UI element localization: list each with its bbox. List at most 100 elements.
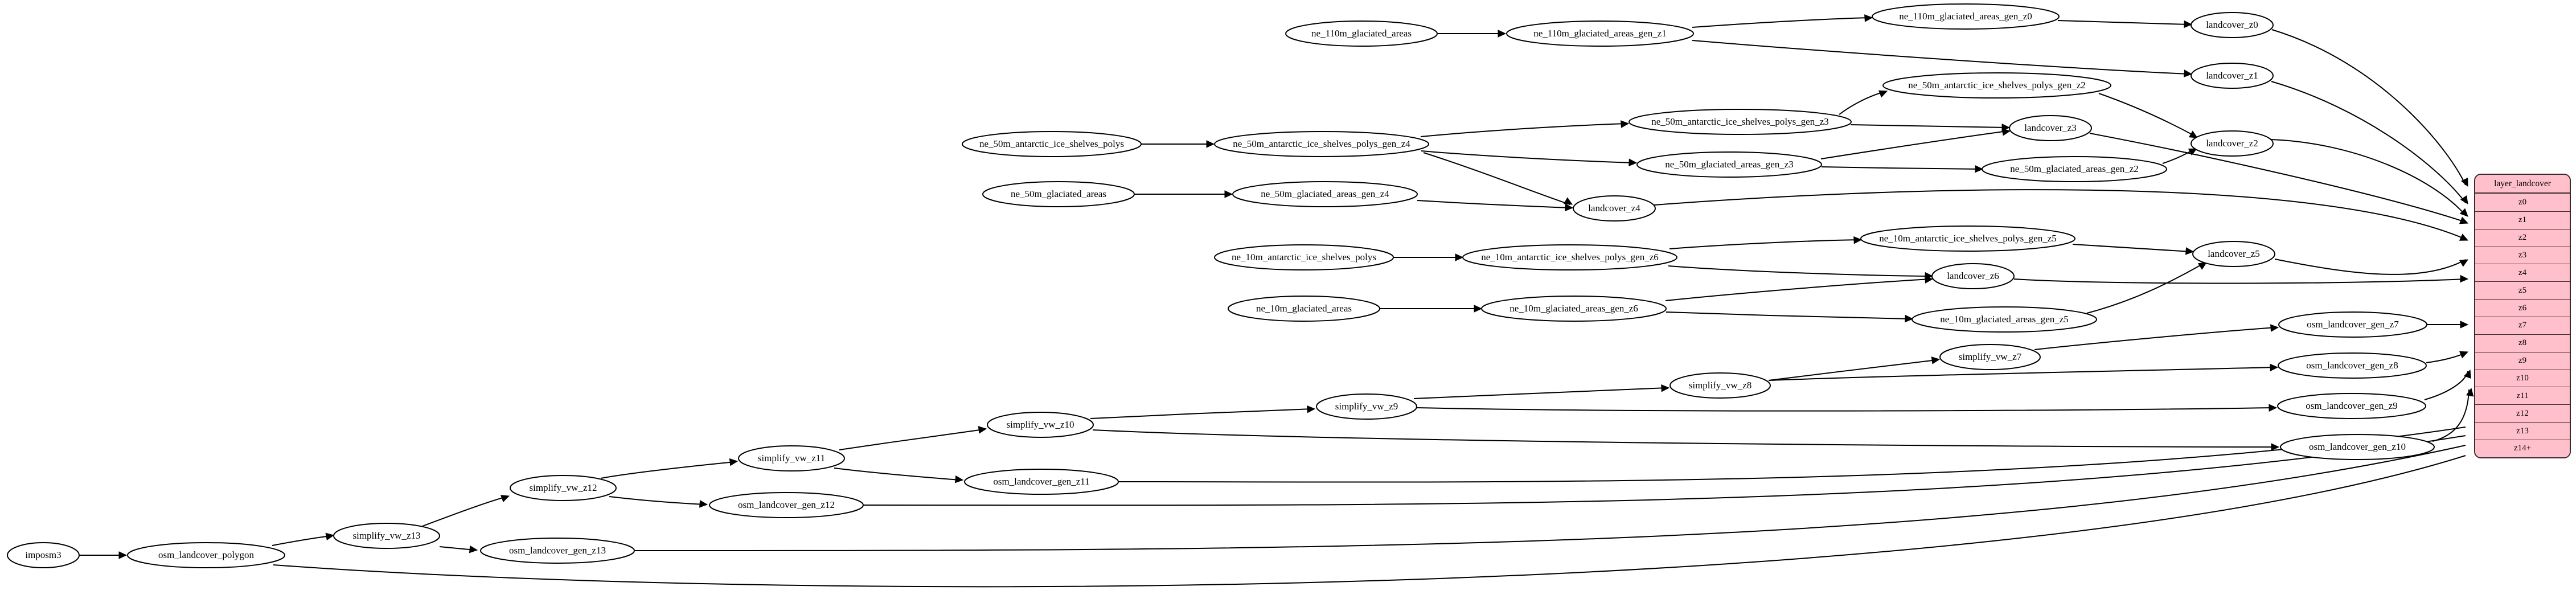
node-n_50m_aisp_z3[interactable]: ne_50m_antarctic_ice_shelves_polys_gen_z… xyxy=(1629,109,1852,135)
node-shape xyxy=(2192,241,2275,267)
arrowhead xyxy=(2184,20,2193,28)
node-n_lc_z3[interactable]: landcover_z3 xyxy=(2009,115,2092,141)
node-n_lc_z1[interactable]: landcover_z1 xyxy=(2191,63,2274,89)
node-n_svw_z11[interactable]: simplify_vw_z11 xyxy=(738,445,845,471)
node-n_lc_z6[interactable]: landcover_z6 xyxy=(1931,263,2015,289)
node-n_svw_z13[interactable]: simplify_vw_z13 xyxy=(333,523,440,549)
arrowhead xyxy=(1931,356,1941,364)
node-n_50m_ga_z3[interactable]: ne_50m_glaciated_areas_gen_z3 xyxy=(1636,151,1822,178)
node-n_svw_z12[interactable]: simplify_vw_z12 xyxy=(510,475,617,501)
node-label: ne_10m_glaciated_areas_gen_z6 xyxy=(1509,303,1638,314)
edge-n_110m_z1-to-n_110m_z0 xyxy=(1692,17,1871,28)
node-n_svw_z10[interactable]: simplify_vw_z10 xyxy=(987,412,1094,438)
node-shape xyxy=(1573,195,1656,222)
arrowhead xyxy=(978,426,987,434)
node-n_osm_poly[interactable]: osm_landcover_polygon xyxy=(127,542,285,568)
arrowhead xyxy=(1661,384,1670,392)
arrowhead xyxy=(2188,148,2198,156)
node-n_10m_ga_src[interactable]: ne_10m_glaciated_areas xyxy=(1228,296,1380,322)
record-row-z14plus[interactable]: z14+ xyxy=(2475,440,2570,457)
edge-n_svw_z11-to-n_svw_z10 xyxy=(839,429,985,450)
node-n_svw_z8[interactable]: simplify_vw_z8 xyxy=(1670,372,1771,399)
node-shape xyxy=(2191,12,2274,38)
node-shape xyxy=(2191,130,2274,157)
record-row-z10[interactable]: z10 xyxy=(2475,369,2570,387)
arrowhead xyxy=(118,551,128,559)
record-row-z4[interactable]: z4 xyxy=(2475,264,2570,282)
node-label: ne_10m_antarctic_ice_shelves_polys_gen_z… xyxy=(1879,233,2057,244)
node-n_50m_ga_z4[interactable]: ne_50m_glaciated_areas_gen_z4 xyxy=(1232,181,1418,207)
node-n_olc_z8[interactable]: osm_landcover_gen_z8 xyxy=(2278,352,2427,379)
node-n_50m_aisp_z4[interactable]: ne_50m_antarctic_ice_shelves_polys_gen_z… xyxy=(1214,131,1429,157)
node-n_50m_ga_z2[interactable]: ne_50m_glaciated_areas_gen_z2 xyxy=(1982,156,2167,182)
node-n_olc_z10[interactable]: osm_landcover_gen_z10 xyxy=(2280,434,2435,460)
node-label: ne_50m_glaciated_areas_gen_z2 xyxy=(2010,163,2139,174)
node-n_lc_z2[interactable]: landcover_z2 xyxy=(2191,130,2274,157)
node-n_10m_aisp_z5[interactable]: ne_10m_antarctic_ice_shelves_polys_gen_z… xyxy=(1860,225,2075,252)
node-n_svw_z9[interactable]: simplify_vw_z9 xyxy=(1316,393,1417,420)
node-n_olc_z13[interactable]: osm_landcover_gen_z13 xyxy=(480,538,635,564)
record-row-z5[interactable]: z5 xyxy=(2475,281,2570,300)
node-n_10m_aisp_z6[interactable]: ne_10m_antarctic_ice_shelves_polys_gen_z… xyxy=(1462,244,1677,270)
edge-n_olc_z12-to-record_z12 xyxy=(863,435,2466,506)
edge-n_lc_z6-to-record_z6 xyxy=(2013,278,2466,284)
edge-n_lc_z2-to-record_z2 xyxy=(2270,139,2466,216)
node-n_olc_z11[interactable]: osm_landcover_gen_z11 xyxy=(964,469,1119,495)
node-n_50m_ga_src[interactable]: ne_50m_glaciated_areas xyxy=(982,181,1135,207)
edge-n_110m_z0-to-n_lc_z0 xyxy=(2057,20,2190,25)
node-n_imposm3[interactable]: imposm3 xyxy=(7,542,80,568)
record-row-z0[interactable]: z0 xyxy=(2475,194,2570,211)
record-row-z8[interactable]: z8 xyxy=(2475,334,2570,352)
arrowhead xyxy=(1224,190,1233,198)
node-n_olc_z7[interactable]: osm_landcover_gen_z7 xyxy=(2278,311,2427,338)
record-row-z13[interactable]: z13 xyxy=(2475,422,2570,440)
node-label: osm_landcover_gen_z12 xyxy=(738,499,835,510)
edge-n_svw_z9-to-n_olc_z9 xyxy=(1416,407,2275,412)
arrowhead xyxy=(2464,369,2471,379)
record-row-z3[interactable]: z3 xyxy=(2475,246,2570,264)
node-n_50m_aisp_src[interactable]: ne_50m_antarctic_ice_shelves_polys xyxy=(962,131,1142,157)
record-row-z11[interactable]: z11 xyxy=(2475,387,2570,405)
record-row-z12[interactable]: z12 xyxy=(2475,404,2570,423)
edge-n_svw_z13-to-n_olc_z13 xyxy=(439,546,475,551)
node-shape xyxy=(333,523,440,549)
node-label: osm_landcover_gen_z11 xyxy=(993,476,1089,487)
arrowhead xyxy=(2460,177,2468,187)
node-n_svw_z7[interactable]: simplify_vw_z7 xyxy=(1939,344,2041,370)
record-row-z6[interactable]: z6 xyxy=(2475,299,2570,317)
node-n_110m_z1[interactable]: ne_110m_glaciated_areas_gen_z1 xyxy=(1506,20,1694,47)
edge-n_50m_aisp_z2-to-n_lc_z2 xyxy=(2098,93,2196,137)
edge-n_50m_aisp_z4-to-n_50m_aisp_z3 xyxy=(1420,123,1627,137)
arrowhead xyxy=(2459,208,2468,217)
node-n_10m_ga_z6[interactable]: ne_10m_glaciated_areas_gen_z6 xyxy=(1481,296,1667,322)
arrowhead xyxy=(1206,140,1215,148)
node-shape xyxy=(2009,115,2092,141)
edge-n_lc_z5-to-record_z5 xyxy=(2274,259,2466,275)
node-n_lc_z5[interactable]: landcover_z5 xyxy=(2192,241,2275,267)
node-shape xyxy=(1860,225,2075,252)
arrowhead xyxy=(2271,443,2280,451)
node-n_lc_z4[interactable]: landcover_z4 xyxy=(1573,195,1656,222)
node-n_10m_aisp_src[interactable]: ne_10m_antarctic_ice_shelves_polys xyxy=(1214,244,1394,270)
node-n_lc_z0[interactable]: landcover_z0 xyxy=(2191,12,2274,38)
arrowhead xyxy=(1975,165,1984,173)
node-n_olc_z12[interactable]: osm_landcover_gen_z12 xyxy=(709,492,864,518)
node-n_110m_src[interactable]: ne_110m_glaciated_areas xyxy=(1285,20,1438,47)
arrowhead xyxy=(1905,314,1914,323)
record-row-z2[interactable]: z2 xyxy=(2475,228,2570,247)
node-label: simplify_vw_z12 xyxy=(530,482,597,493)
record-row-z7[interactable]: z7 xyxy=(2475,317,2570,334)
record-row-z9[interactable]: z9 xyxy=(2475,351,2570,370)
node-n_10m_ga_z5[interactable]: ne_10m_glaciated_areas_gen_z5 xyxy=(1912,306,2097,333)
arrowhead xyxy=(2185,247,2194,255)
edge-n_svw_z10-to-n_svw_z9 xyxy=(1090,408,1313,419)
record-row-z1[interactable]: z1 xyxy=(2475,211,2570,229)
node-n_110m_z0[interactable]: ne_110m_glaciated_areas_gen_z0 xyxy=(1872,3,2060,30)
node-label: ne_50m_antarctic_ice_shelves_polys_gen_z… xyxy=(1233,138,1410,149)
node-n_olc_z9[interactable]: osm_landcover_gen_z9 xyxy=(2277,393,2426,419)
edge-n_lc_z3-to-record_z3 xyxy=(2089,133,2466,223)
node-n_50m_aisp_z2[interactable]: ne_50m_antarctic_ice_shelves_polys_gen_z… xyxy=(1882,72,2111,99)
arrowhead xyxy=(2270,324,2279,332)
